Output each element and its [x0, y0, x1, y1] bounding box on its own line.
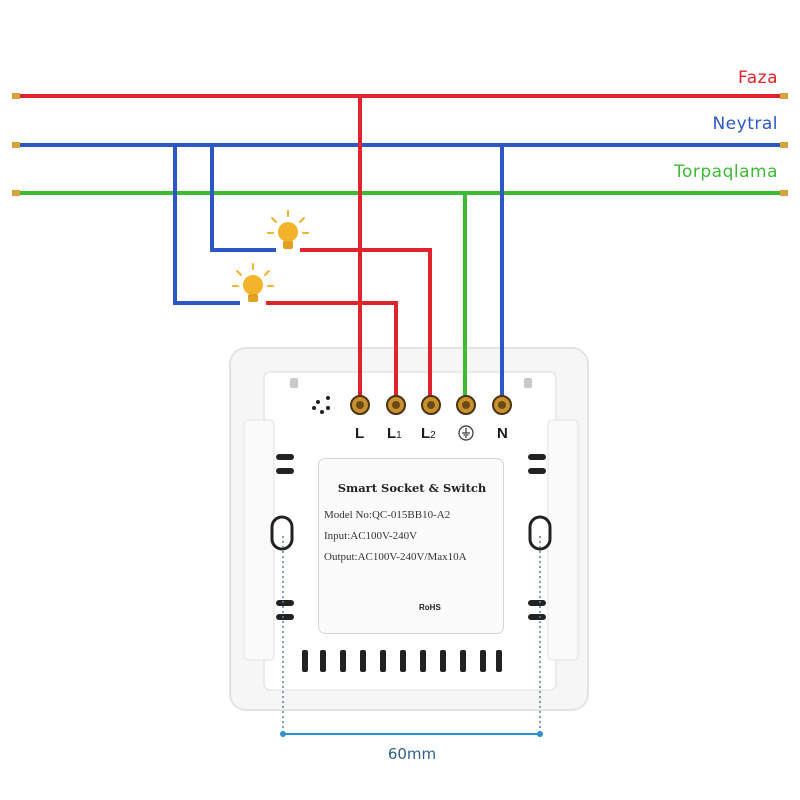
terminal-l-label: L — [355, 425, 365, 442]
earth-ground-symbol — [458, 425, 474, 441]
lamp-icon — [267, 210, 309, 249]
terminal-n-label: N — [497, 425, 508, 442]
terminal-l2-sub: 2 — [430, 430, 436, 441]
vent-circle — [312, 396, 330, 414]
l1-load-wire — [266, 301, 398, 400]
ground-wire — [12, 190, 788, 196]
product-sticker: Smart Socket & Switch Model No:QC-015BB1… — [318, 458, 504, 634]
sticker-input: Input:AC100V-240V — [324, 530, 418, 542]
lamp1-neutral-wire — [210, 145, 276, 252]
sticker-title: Smart Socket & Switch — [337, 481, 487, 495]
sticker-output: Output:AC100V-240V/Max10A — [324, 551, 467, 563]
terminal-screws — [350, 395, 512, 415]
lamp-icon — [232, 263, 274, 302]
ground-label: Torpaqlama — [673, 162, 778, 182]
terminal-l2-label: L2 — [421, 425, 436, 442]
dimension-label: 60mm — [387, 745, 437, 763]
l2-load-wire — [300, 248, 432, 400]
neutral-label: Neytral — [712, 114, 778, 134]
rohs-label: RoHS — [419, 603, 441, 612]
lamp2-neutral-wire — [173, 145, 240, 305]
vent-grille — [302, 650, 502, 672]
terminal-l1-sub: 1 — [396, 430, 402, 441]
terminal-l1-label: L1 — [387, 425, 402, 442]
sticker-model: Model No:QC-015BB10-A2 — [324, 509, 451, 521]
dimension-marker — [280, 536, 543, 737]
phase-wire — [12, 93, 788, 99]
phase-label: Faza — [738, 68, 778, 88]
neutral-wire — [12, 142, 788, 148]
